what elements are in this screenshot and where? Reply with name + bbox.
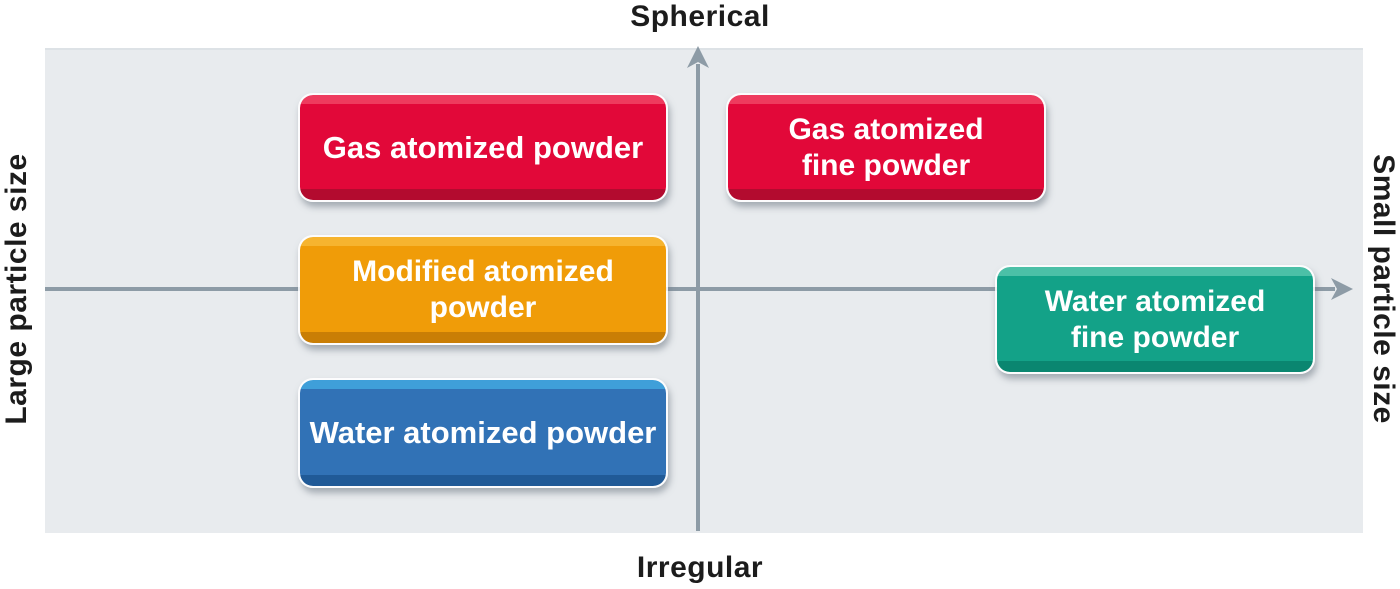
axis-label-large-particle-size: Large particle size [0, 153, 33, 425]
box-label: Gas atomized powder [322, 129, 644, 165]
right-arrowhead-icon [1331, 278, 1353, 300]
box-label-line2: fine powder [801, 148, 971, 182]
box-label-line2: fine powder [1070, 320, 1240, 354]
box-label: Water atomized powder [309, 415, 657, 450]
box-label-line1: Gas atomized [788, 112, 984, 146]
box-water-atomized-fine-powder: Water atomized fine powder [995, 265, 1315, 374]
axis-label-small-particle-size: Small particle size [1367, 154, 1400, 424]
axis-label-irregular: Irregular [636, 551, 764, 584]
box-modified-atomized-powder: Modified atomized powder [298, 235, 668, 345]
box-label-line1: Modified atomized [352, 255, 614, 288]
axis-label-spherical: Spherical [630, 0, 770, 33]
box-water-atomized-powder: Water atomized powder [298, 378, 668, 488]
box-label-line1: Water atomized [1044, 284, 1266, 318]
vertical-axis [687, 46, 709, 531]
box-label-line2: powder [429, 291, 537, 324]
box-gas-atomized-powder: Gas atomized powder [298, 93, 668, 202]
box-gas-atomized-fine-powder: Gas atomized fine powder [726, 93, 1046, 202]
up-arrowhead-icon [687, 46, 709, 68]
